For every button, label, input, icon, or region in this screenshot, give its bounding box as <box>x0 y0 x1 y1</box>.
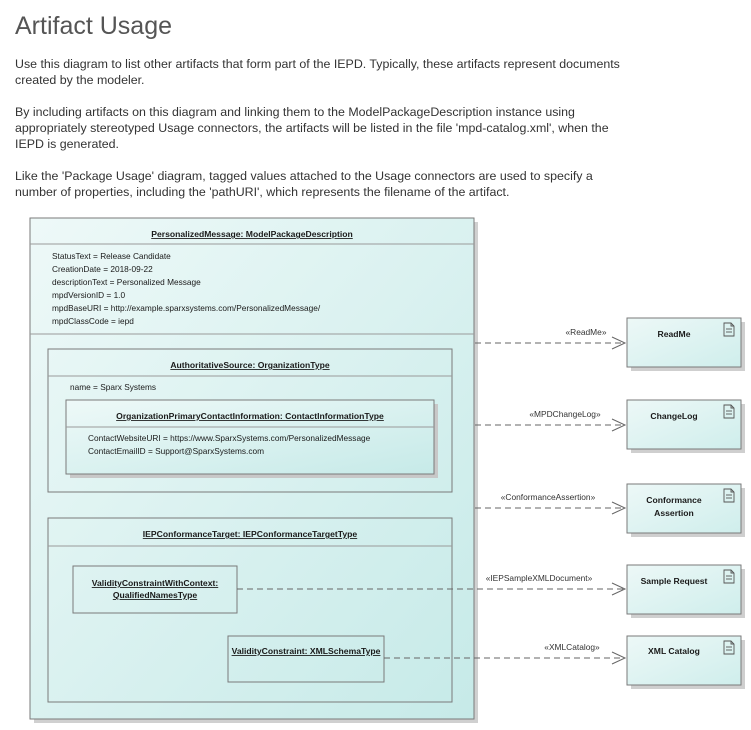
validity-constraint-title: ValidityConstraint: XMLSchemaType <box>232 646 381 656</box>
document-icon <box>723 322 735 337</box>
primary-contact-title: OrganizationPrimaryContactInformation: C… <box>116 411 384 421</box>
mpd-attribute: mpdClassCode = iepd <box>52 316 134 326</box>
arrow-head-icon <box>611 582 627 596</box>
document-icon <box>723 640 735 655</box>
artifact-xml-catalog[interactable]: XML Catalog <box>626 635 745 689</box>
mpd-attribute: descriptionText = Personalized Message <box>52 277 201 287</box>
artifact-readme[interactable]: ReadMe <box>626 317 745 371</box>
validity-with-context-title: ValidityConstraintWithContext: <box>92 578 219 588</box>
tagged-values-paragraph: Like the 'Package Usage' diagram, tagged… <box>15 169 593 199</box>
connector-label: «IEPSampleXMLDocument» <box>486 573 593 583</box>
document-icon <box>723 569 735 584</box>
arrow-head-icon <box>611 336 627 350</box>
connector-label: «MPDChangeLog» <box>529 409 601 419</box>
artifact-name: Sample Request <box>641 576 708 586</box>
artifact-changelog[interactable]: ChangeLog <box>626 399 745 453</box>
artifact-name: ReadMe <box>658 329 691 339</box>
intro-paragraph: Use this diagram to list other artifacts… <box>15 57 620 87</box>
conformance-target-instance[interactable]: IEPConformanceTarget: IEPConformanceTarg… <box>47 517 453 703</box>
authoritative-source-title: AuthoritativeSource: OrganizationType <box>170 360 330 370</box>
artifact-sample-request[interactable]: Sample Request <box>626 564 745 618</box>
primary-contact-instance[interactable]: OrganizationPrimaryContactInformation: C… <box>65 399 435 475</box>
artifact-name: Assertion <box>654 508 694 518</box>
primary-contact-attribute: ContactEmailID = Support@SparxSystems.co… <box>88 446 264 456</box>
artifact-name: ChangeLog <box>650 411 697 421</box>
artifact-name: Conformance <box>646 495 702 505</box>
connector-label: «ReadMe» <box>566 327 607 337</box>
usage-paragraph: By including artifacts on this diagram a… <box>15 105 609 151</box>
page-title: Artifact Usage <box>15 12 173 40</box>
conformance-target-title: IEPConformanceTarget: IEPConformanceTarg… <box>143 529 358 539</box>
arrow-head-icon <box>611 501 627 515</box>
mpd-attribute: mpdBaseURI = http://example.sparxsystems… <box>52 303 321 313</box>
arrow-head-icon <box>611 651 627 665</box>
connector-label: «ConformanceAssertion» <box>501 492 596 502</box>
artifact-conformance-assertion[interactable]: Conformance Assertion <box>626 483 745 537</box>
arrow-head-icon <box>611 418 627 432</box>
authoritative-source-attribute: name = Sparx Systems <box>70 382 156 392</box>
mpd-attribute: mpdVersionID = 1.0 <box>52 290 125 300</box>
validity-constraint-instance[interactable]: ValidityConstraint: XMLSchemaType <box>227 635 385 683</box>
artifact-name: XML Catalog <box>648 646 700 656</box>
validity-with-context-title: QualifiedNamesType <box>113 590 198 600</box>
mpd-title: PersonalizedMessage: ModelPackageDescrip… <box>151 229 353 239</box>
mpd-attribute: StatusText = Release Candidate <box>52 251 171 261</box>
document-icon <box>723 404 735 419</box>
primary-contact-attribute: ContactWebsiteURI = https://www.SparxSys… <box>88 433 371 443</box>
connector-label: «XMLCatalog» <box>544 642 600 652</box>
mpd-attribute: CreationDate = 2018-09-22 <box>52 264 153 274</box>
authoritative-source-instance[interactable]: AuthoritativeSource: OrganizationType na… <box>47 348 453 493</box>
document-icon <box>723 488 735 503</box>
